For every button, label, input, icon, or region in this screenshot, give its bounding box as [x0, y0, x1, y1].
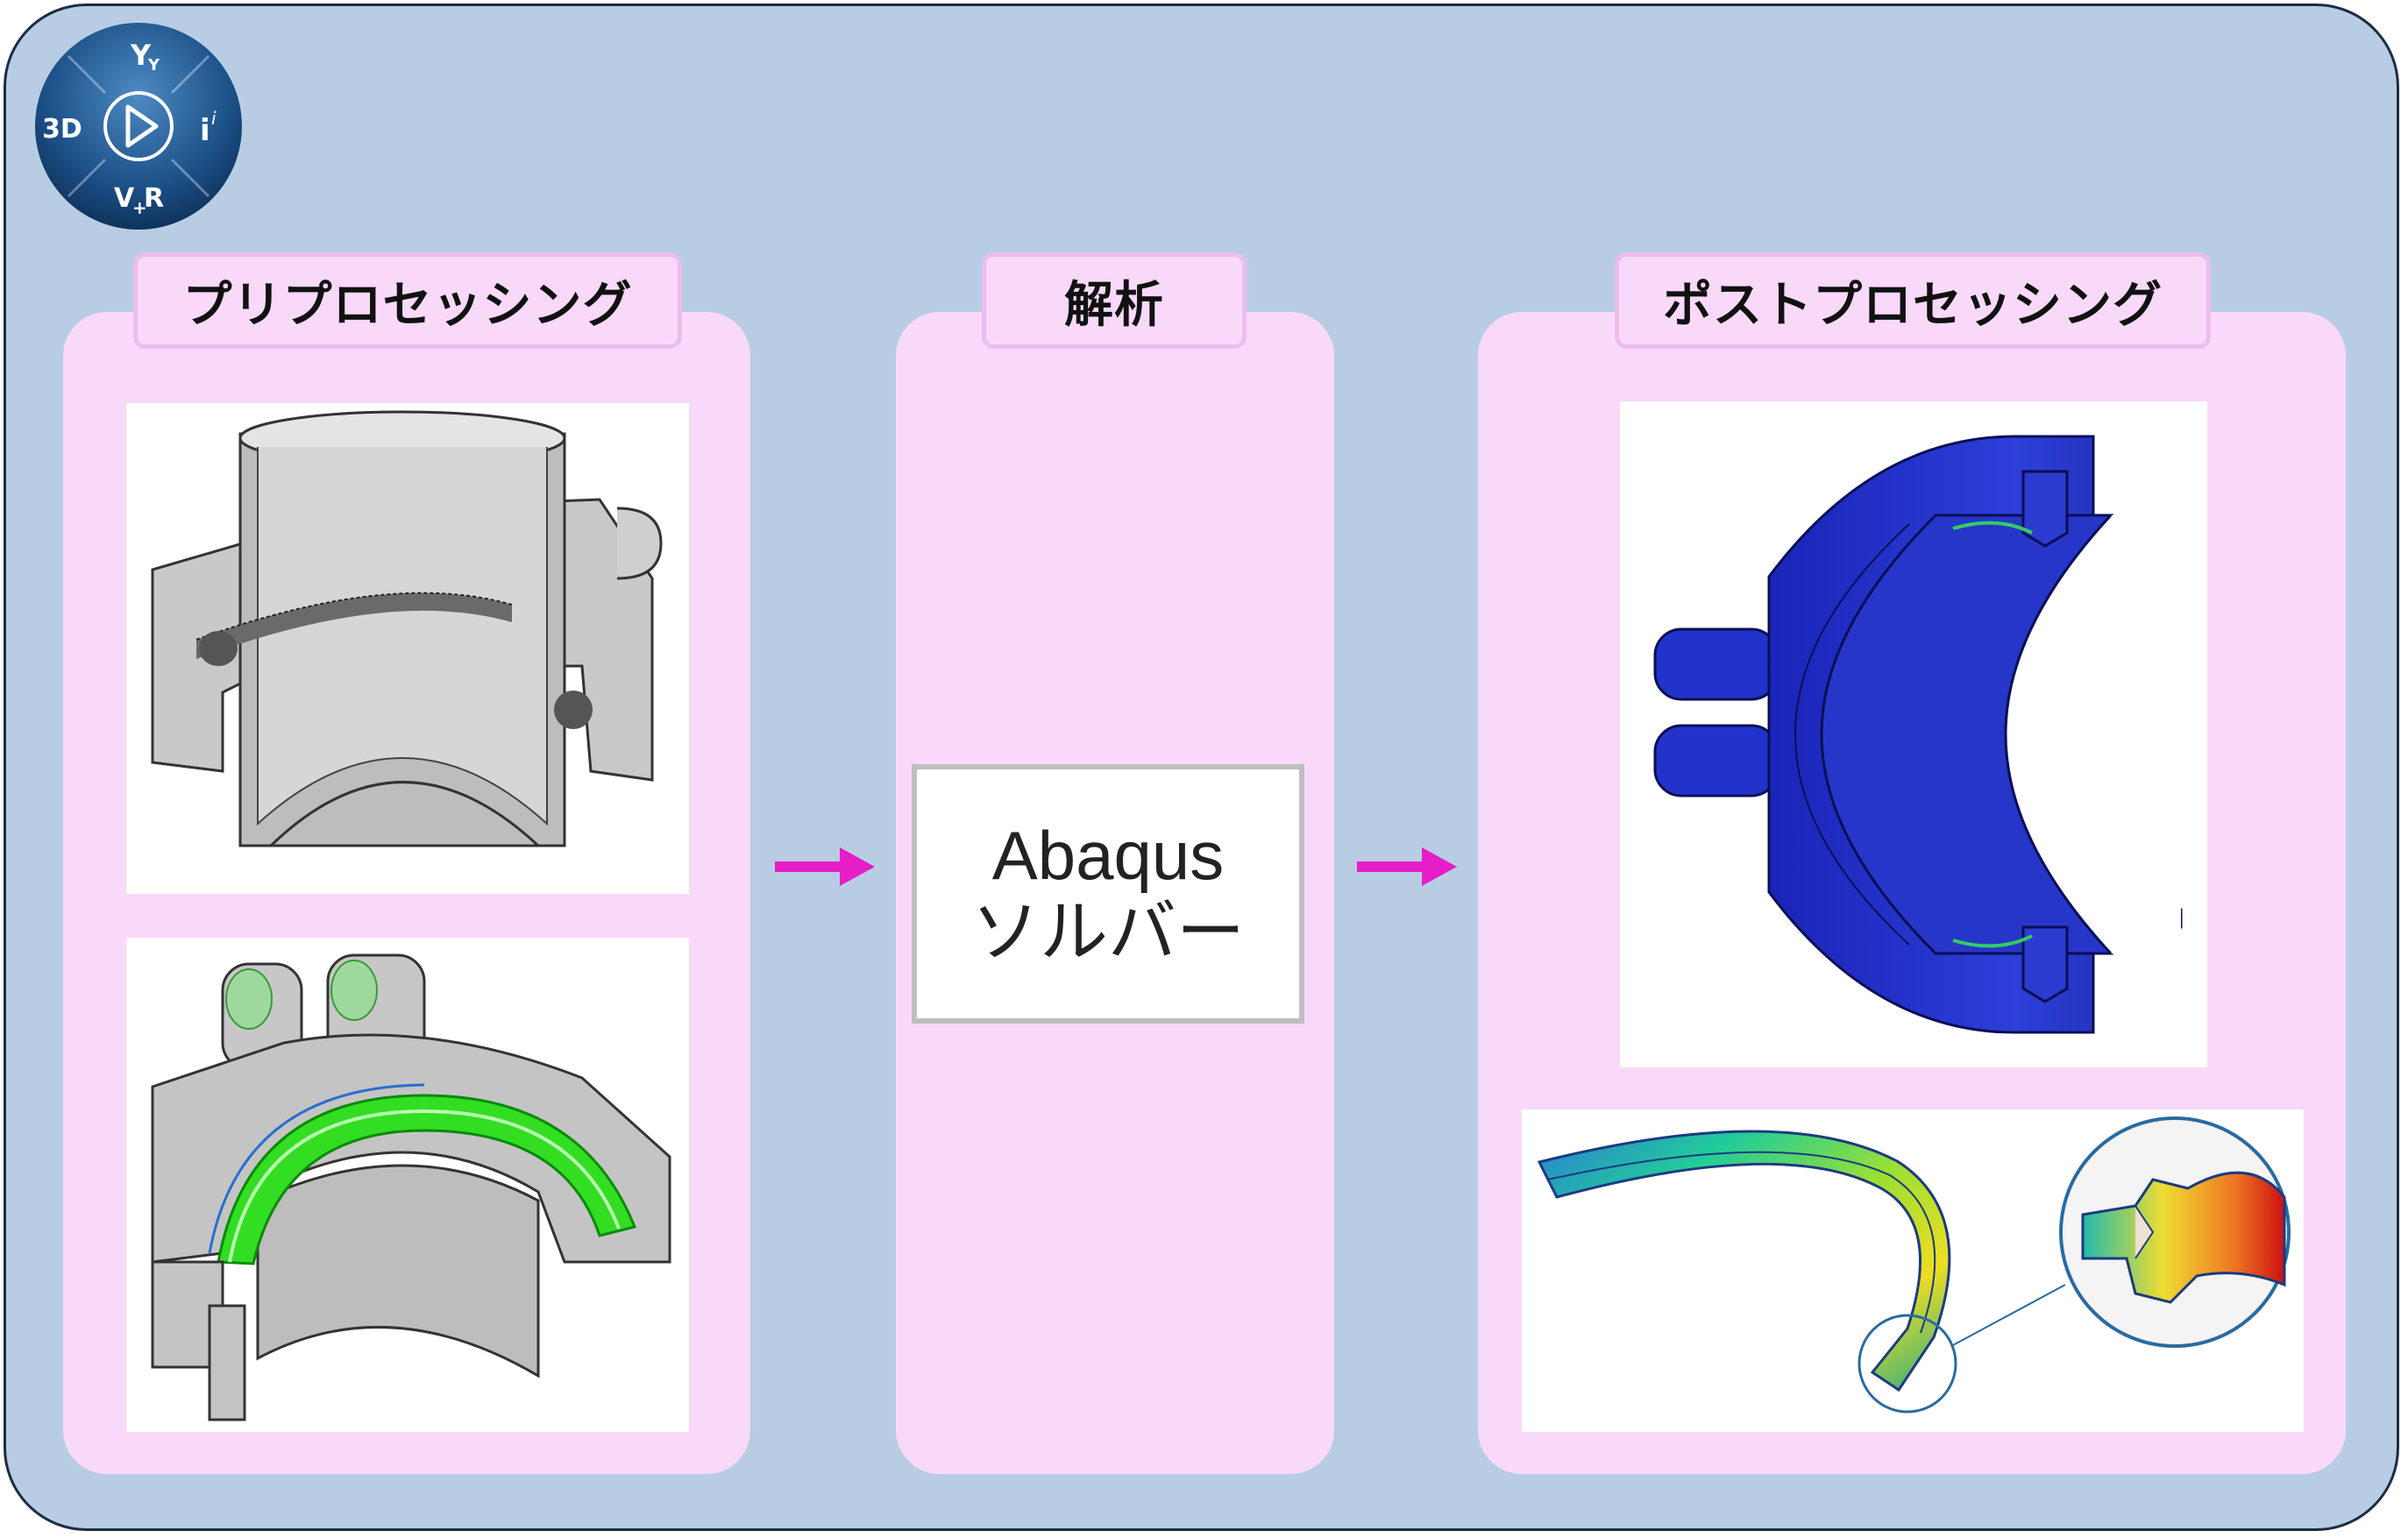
- logo-label-left: 3D: [42, 114, 82, 145]
- arrow-analysis-to-post-icon: [1357, 847, 1457, 886]
- logo-label-bottom-sub: +: [132, 197, 147, 218]
- postprocessing-displacement-image: [1620, 401, 2207, 1067]
- analysis-title: 解析: [982, 252, 1247, 349]
- logo-label-right-sup: i: [211, 108, 217, 129]
- arrow-pre-to-analysis-icon: [775, 847, 875, 886]
- logo-label-top-sub: Y: [147, 56, 160, 74]
- logo-label-bottom: V: [114, 183, 135, 214]
- preprocessing-cad-image: [126, 403, 689, 894]
- 3dexperience-compass-logo: Y Y 3D i i V + R: [35, 23, 242, 230]
- preprocessing-title: プリプロセッシング: [133, 252, 682, 349]
- logo-label-right: i: [200, 113, 210, 148]
- postprocessing-stress-image: [1522, 1109, 2304, 1432]
- preprocessing-mesh-image: [126, 938, 689, 1432]
- abaqus-solver-box: Abaqus ソルバー: [912, 764, 1304, 1024]
- logo-label-bottom-end: R: [144, 183, 164, 214]
- solver-line-2: ソルバー: [970, 893, 1245, 970]
- logo-label-top: Y: [130, 39, 152, 72]
- postprocessing-title: ポストプロセッシング: [1615, 252, 2211, 349]
- solver-line-1: Abaqus: [991, 816, 1225, 894]
